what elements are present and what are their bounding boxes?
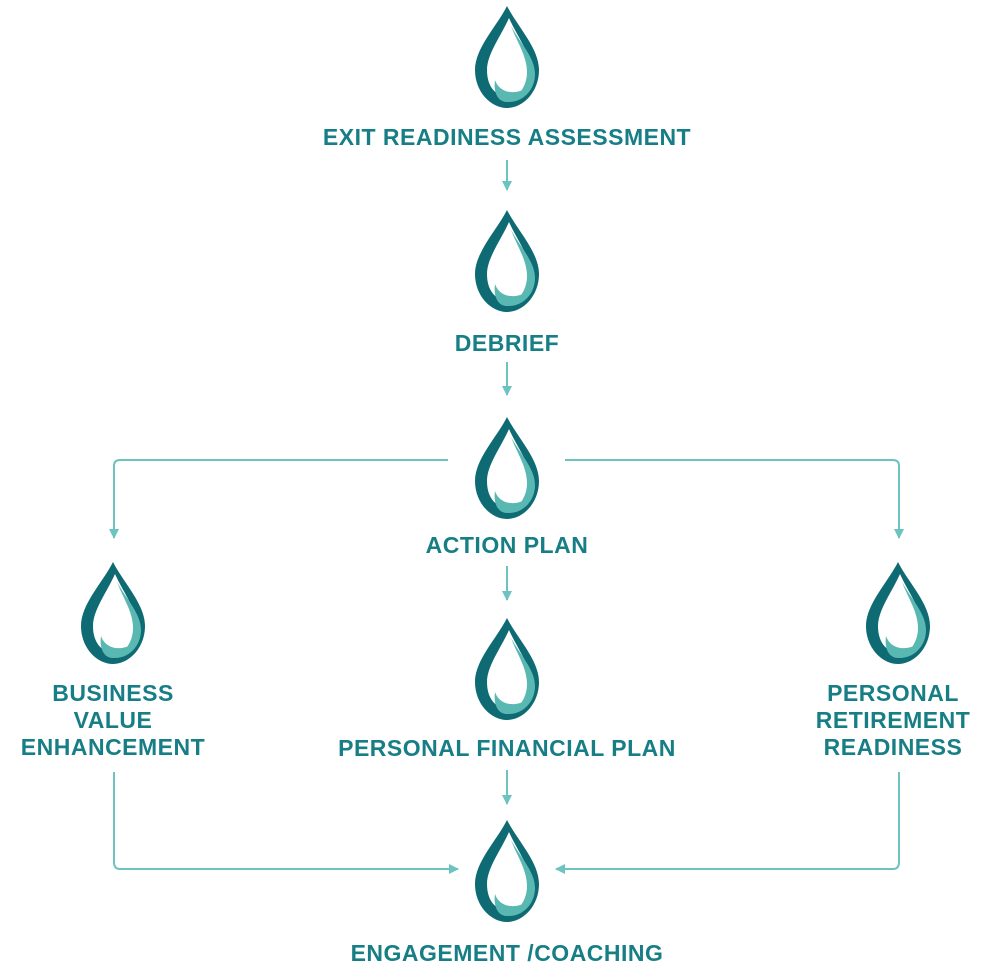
node-label-exit-readiness-assessment: EXIT READINESS ASSESSMENT — [322, 124, 692, 150]
node-label-line: PERSONAL — [827, 680, 959, 706]
edge-action-plan-to-business-value — [109, 459, 448, 539]
water-drop-icon — [475, 6, 539, 108]
water-drop-icon — [475, 417, 539, 519]
node-label-line: VALUE — [73, 707, 153, 733]
node-label-action-plan: ACTION PLAN — [425, 532, 589, 558]
node-label-personal-retirement-readiness: PERSONAL RETIREMENT READINESS — [793, 680, 993, 761]
water-drop-icon — [475, 820, 539, 922]
node-label-line: ENHANCEMENT — [20, 734, 206, 760]
water-drop-icon — [475, 618, 539, 720]
node-label-personal-financial-plan: PERSONAL FINANCIAL PLAN — [338, 735, 676, 761]
edge-action-plan-to-retirement — [565, 459, 904, 539]
edge-business-value-to-engagement — [113, 772, 459, 874]
water-drop-icon — [866, 562, 930, 664]
node-label-line: READINESS — [823, 734, 963, 760]
node-label-debrief: DEBRIEF — [454, 330, 560, 356]
water-drop-icon — [475, 210, 539, 312]
edge-retirement-to-engagement — [555, 772, 900, 874]
node-label-line: RETIREMENT — [815, 707, 971, 733]
node-label-engagement-coaching: ENGAGEMENT /COACHING — [350, 940, 664, 966]
water-drop-icon — [81, 562, 145, 664]
node-label-line: BUSINESS — [52, 680, 174, 706]
node-label-business-value-enhancement: BUSINESS VALUE ENHANCEMENT — [13, 680, 213, 761]
